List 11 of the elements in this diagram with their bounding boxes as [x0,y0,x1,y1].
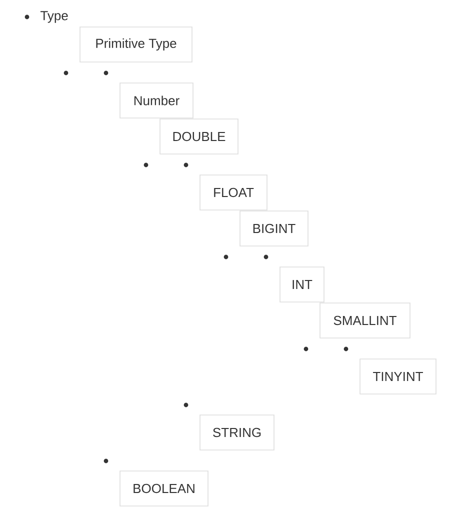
type-box: DOUBLE [160,118,238,154]
type-box: FLOAT [200,174,268,210]
type-box: BOOLEAN [120,470,208,506]
type-box: Primitive Type [80,26,192,62]
list-item-text: Type [40,11,68,23]
type-box: BIGINT [240,210,308,246]
type-box: TINYINT [360,358,436,394]
type-box: SMALLINT [320,302,410,338]
type-box: INT [280,266,324,302]
type-box: Number [120,82,194,118]
type-box: STRING [200,414,274,450]
